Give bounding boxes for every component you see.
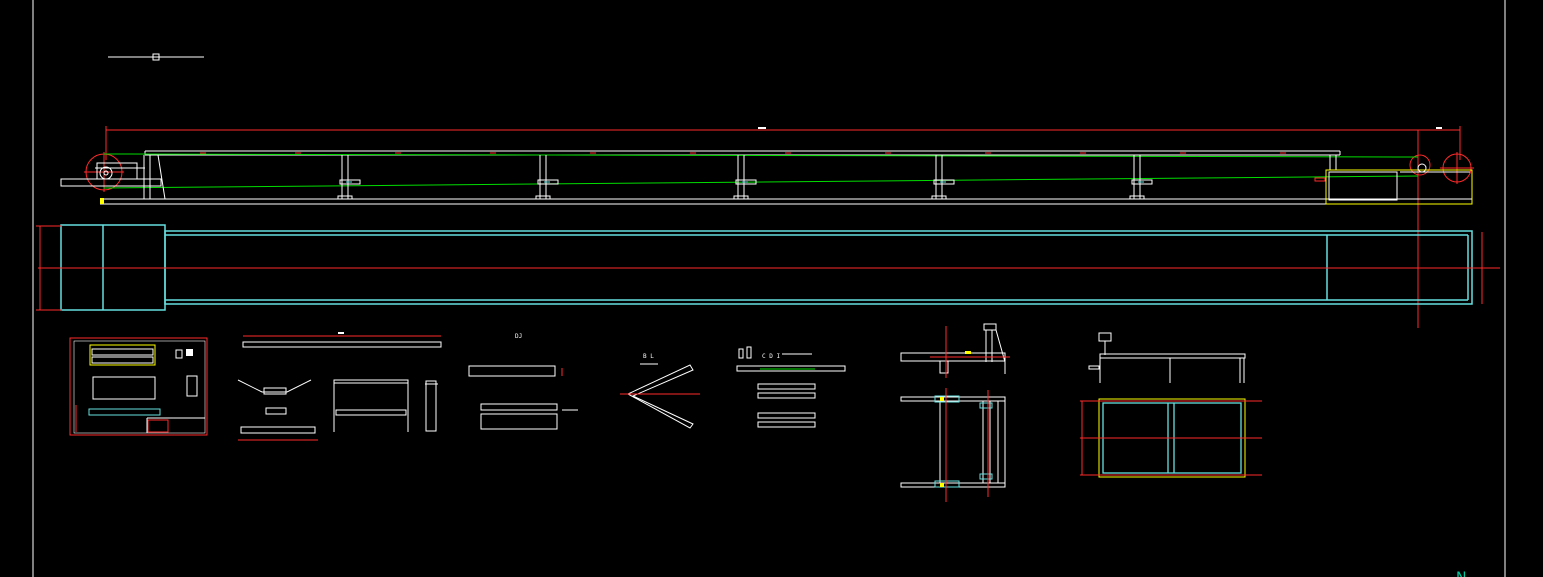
belt-lines: [103, 153, 1420, 189]
cdi-detail: C D I: [736, 346, 846, 428]
tail-drive: [60, 162, 162, 187]
scale-bar: [108, 53, 204, 61]
overall-dimension-text-mark: [758, 127, 766, 129]
conveyor-side-elevation: [60, 126, 1474, 328]
idler-detail: [237, 332, 442, 441]
assembly-mini-sheet: [69, 337, 208, 436]
support-legs: [143, 154, 1337, 200]
bracket-label: B L: [643, 353, 654, 360]
dj-label: DJ: [515, 333, 522, 340]
plan-centerline: [36, 225, 1500, 311]
head-frame-detail: [900, 323, 1010, 502]
head-end-frame: [1325, 169, 1473, 205]
head-pulley: [1409, 152, 1474, 184]
corner-mark: N: [1456, 570, 1466, 577]
sheet-border: [32, 0, 1506, 577]
dj-detail: DJ: [468, 333, 578, 430]
bracket-detail: B L: [620, 353, 700, 429]
conveyor-plan-view: [36, 224, 1500, 311]
cdi-label: C D I: [762, 353, 780, 360]
tail-frame-detail: [1080, 332, 1262, 478]
